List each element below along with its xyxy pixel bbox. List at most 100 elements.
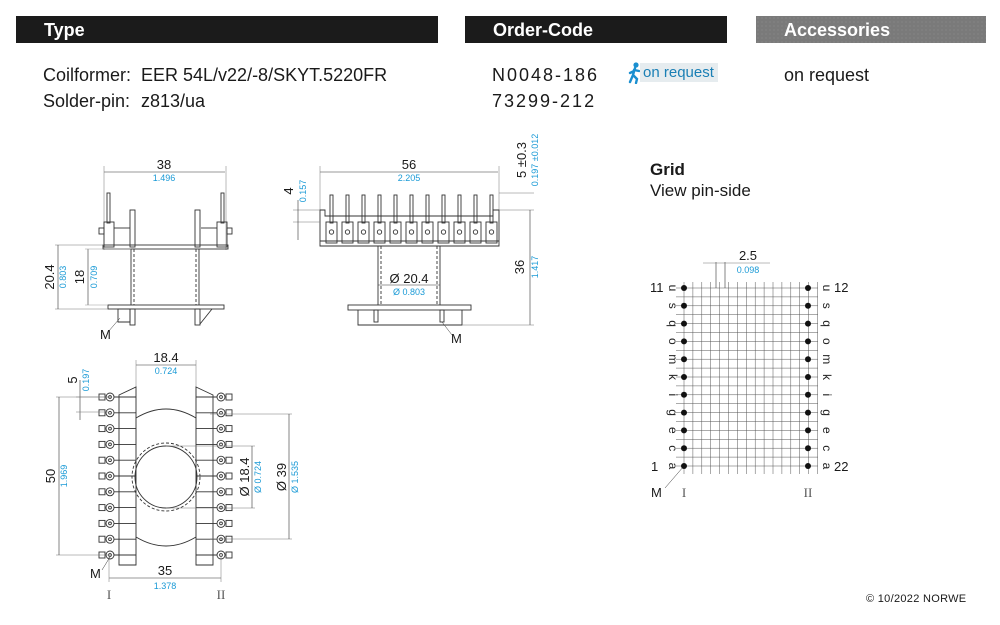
header-type: Type xyxy=(16,16,438,43)
on-request-badge[interactable]: on request xyxy=(628,61,718,84)
order-code-2: 73299-212 xyxy=(492,91,597,111)
top-pin-right-hole xyxy=(219,395,223,399)
top-pin-left xyxy=(98,535,106,543)
grid-pin-right xyxy=(805,285,811,291)
front-marker: M xyxy=(451,331,462,346)
grid-pin-right xyxy=(805,302,811,309)
top-pin-right-ring xyxy=(216,518,226,528)
grid-pin-left xyxy=(681,445,687,452)
grid-title: Grid xyxy=(650,160,685,179)
front-height-dim: 36 xyxy=(512,260,527,274)
front-pin-pad xyxy=(453,221,466,244)
grid-letter-right: i xyxy=(820,393,834,396)
top-pin-right-ring xyxy=(216,424,226,434)
front-pin-hole xyxy=(456,229,463,235)
front-tolerance-dim: 5 ±0.3 xyxy=(514,142,529,178)
top-pin-right xyxy=(225,440,233,448)
top-pin-right xyxy=(225,488,233,496)
coilformer-value: EER 54L/v22/-8/SKYT.5220FR xyxy=(141,65,388,85)
side-width-dim-in: 1.496 xyxy=(153,173,176,183)
grid-pin-right xyxy=(805,427,811,434)
top-pin-left xyxy=(98,440,106,448)
top-pin-right-ring xyxy=(216,439,226,449)
top-pin-left-ring xyxy=(105,424,115,434)
grid-letter-left: s xyxy=(666,303,680,309)
front-pin-hole xyxy=(360,229,367,235)
front-pin-pad xyxy=(437,221,450,244)
grid-pin-right xyxy=(805,445,811,452)
top-core-dim-in: Ø 0.724 xyxy=(253,461,263,493)
on-request-badge-label: on request xyxy=(640,63,718,82)
top-row-1-label: I xyxy=(107,587,111,602)
top-pin-left-ring xyxy=(105,487,115,497)
top-flange-dim-in: Ø 1.535 xyxy=(290,461,300,493)
copyright: © 10/2022 NORWE xyxy=(866,593,967,605)
grid-pin-left xyxy=(681,338,687,345)
grid-pin-right xyxy=(805,463,811,469)
top-pin-left-ring xyxy=(105,408,115,418)
front-pin-pad xyxy=(485,221,498,244)
grid-pitch-dim-in: 0.098 xyxy=(737,265,760,275)
top-pin-left-ring xyxy=(105,503,115,513)
front-pin-pad xyxy=(357,221,370,244)
top-core-dim: Ø 18.4 xyxy=(237,457,252,496)
grid-pin-left xyxy=(681,374,687,380)
grid-letter-right: s xyxy=(820,303,834,309)
grid-letter-right: a xyxy=(820,463,834,470)
grid-letter-left: m xyxy=(666,354,680,364)
front-bore-dim-in: Ø 0.803 xyxy=(393,287,425,297)
header-type-label: Type xyxy=(44,20,85,40)
top-marker: M xyxy=(90,566,101,581)
top-pin-right-ring xyxy=(216,408,226,418)
top-pin-right-ring xyxy=(216,487,226,497)
coilformer-label: Coilformer: xyxy=(43,65,132,85)
pin-grid-drawing xyxy=(664,262,818,489)
top-pitch-dim-in: 0.197 xyxy=(81,369,91,392)
grid-letter-right: m xyxy=(820,354,834,364)
grid-letter-left: e xyxy=(666,427,680,434)
front-pin-hole xyxy=(376,229,383,235)
front-tolerance-dim-in: 0.197 ±0.012 xyxy=(530,134,540,186)
top-pin-left-ring xyxy=(105,439,115,449)
top-spacing-dim-in: 1.378 xyxy=(154,581,177,591)
top-pin-right xyxy=(225,425,233,433)
top-flange-dim: Ø 39 xyxy=(274,463,289,491)
grid-letter-left: i xyxy=(666,393,680,396)
side-height-inner-dim: 18 xyxy=(72,270,87,284)
top-pin-left-ring xyxy=(105,518,115,528)
grid-letter-left: q xyxy=(666,320,680,327)
solder-pin-value: z813/ua xyxy=(141,91,206,111)
top-pin-left-hole xyxy=(108,537,112,542)
front-view-drawing xyxy=(293,166,534,336)
grid-pin-1: 1 xyxy=(651,459,658,474)
side-view-drawing xyxy=(55,166,233,333)
grid-pin-left xyxy=(681,285,687,291)
front-width-dim: 56 xyxy=(402,157,416,172)
top-pin-right xyxy=(225,551,233,559)
grid-letter-right: e xyxy=(820,427,834,434)
front-pin-hole xyxy=(392,229,399,235)
top-pin-left-hole xyxy=(108,426,112,431)
top-pin-right xyxy=(225,456,233,464)
grid-pin-right xyxy=(805,320,811,327)
grid-pin-left xyxy=(681,463,687,469)
running-person-icon xyxy=(628,61,642,84)
top-pin-left xyxy=(98,519,106,527)
front-pin xyxy=(425,194,430,224)
grid-row-2-label: II xyxy=(804,485,813,500)
top-pitch-dim: 5 xyxy=(65,376,80,383)
front-pin xyxy=(361,194,366,224)
grid-letter-left: o xyxy=(666,338,680,345)
top-width-dim: 18.4 xyxy=(153,350,178,365)
front-pin-hole xyxy=(408,229,415,235)
front-pin-pad xyxy=(389,221,402,244)
front-width-dim-in: 2.205 xyxy=(398,173,421,183)
front-pin-hole xyxy=(472,229,479,235)
top-pin-right-hole xyxy=(219,426,223,431)
front-pin xyxy=(457,194,462,224)
front-pin xyxy=(441,194,446,224)
header-accessories-label: Accessories xyxy=(784,20,891,40)
front-pin-pad xyxy=(469,221,482,244)
grid-letter-right: c xyxy=(820,445,834,451)
